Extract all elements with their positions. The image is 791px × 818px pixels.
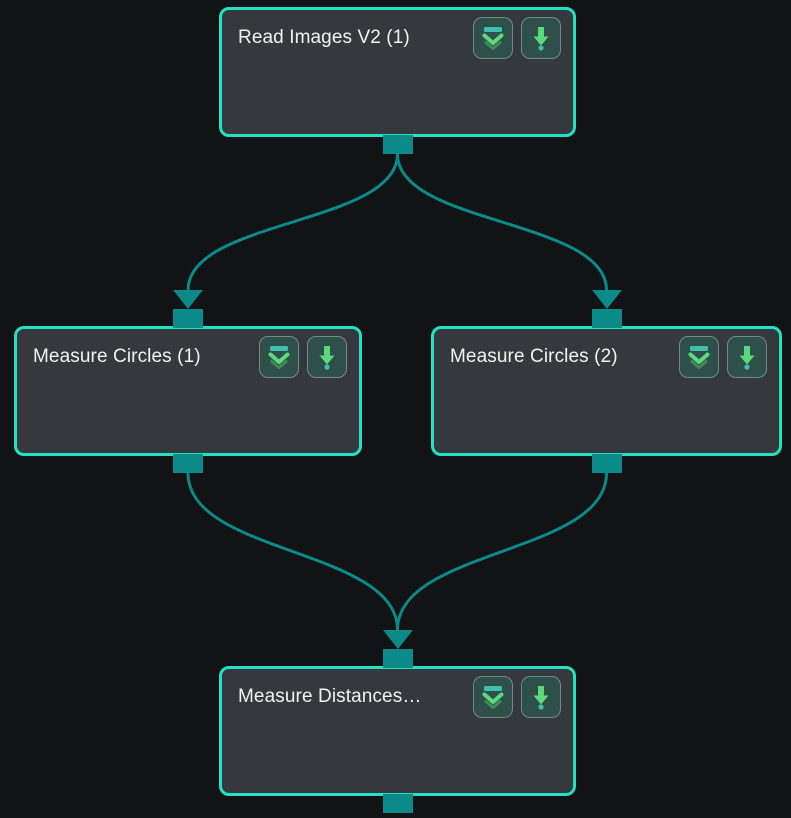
- edge-edge-circles2-to-distances: [396, 472, 608, 631]
- node-output-port[interactable]: [591, 454, 622, 473]
- node-actions: [259, 336, 347, 378]
- node-body: [17, 385, 359, 453]
- node-input-port[interactable]: [173, 309, 203, 328]
- collapse-chevrons-icon[interactable]: [473, 17, 513, 59]
- node-actions: [473, 17, 561, 59]
- collapse-chevrons-icon[interactable]: [259, 336, 299, 378]
- edge-edge-circles1-to-distances: [186, 472, 399, 631]
- download-arrow-icon[interactable]: [521, 676, 561, 718]
- node-read-images-v2-1[interactable]: Read Images V2 (1): [219, 7, 576, 137]
- node-title: Measure Circles (2): [450, 346, 618, 367]
- node-title: Measure Circles (1): [33, 346, 201, 367]
- node-measure-circles-1[interactable]: Measure Circles (1): [14, 326, 362, 456]
- node-header: Measure Distances…: [222, 669, 573, 725]
- node-input-port[interactable]: [591, 309, 622, 328]
- collapse-chevrons-icon[interactable]: [679, 336, 719, 378]
- node-body: [222, 725, 573, 793]
- node-input-arrow-icon: [382, 630, 413, 649]
- node-body: [222, 66, 573, 134]
- node-input-port[interactable]: [382, 649, 413, 668]
- collapse-chevrons-icon[interactable]: [473, 676, 513, 718]
- node-output-port[interactable]: [382, 794, 413, 813]
- node-measure-circles-2[interactable]: Measure Circles (2): [431, 326, 782, 456]
- node-header: Measure Circles (2): [434, 329, 779, 385]
- node-body: [434, 385, 779, 453]
- edge-edge-read-to-circles2: [396, 153, 608, 291]
- node-output-port[interactable]: [173, 454, 203, 473]
- node-header: Measure Circles (1): [17, 329, 359, 385]
- node-title: Measure Distances…: [238, 686, 422, 707]
- node-title: Read Images V2 (1): [238, 27, 410, 48]
- node-actions: [679, 336, 767, 378]
- download-arrow-icon[interactable]: [521, 17, 561, 59]
- edge-edge-read-to-circles1: [186, 153, 399, 291]
- download-arrow-icon[interactable]: [307, 336, 347, 378]
- download-arrow-icon[interactable]: [727, 336, 767, 378]
- node-input-arrow-icon: [173, 290, 203, 309]
- node-measure-distances[interactable]: Measure Distances…: [219, 666, 576, 796]
- node-input-arrow-icon: [591, 290, 622, 309]
- node-actions: [473, 676, 561, 718]
- node-header: Read Images V2 (1): [222, 10, 573, 66]
- node-output-port[interactable]: [382, 135, 413, 154]
